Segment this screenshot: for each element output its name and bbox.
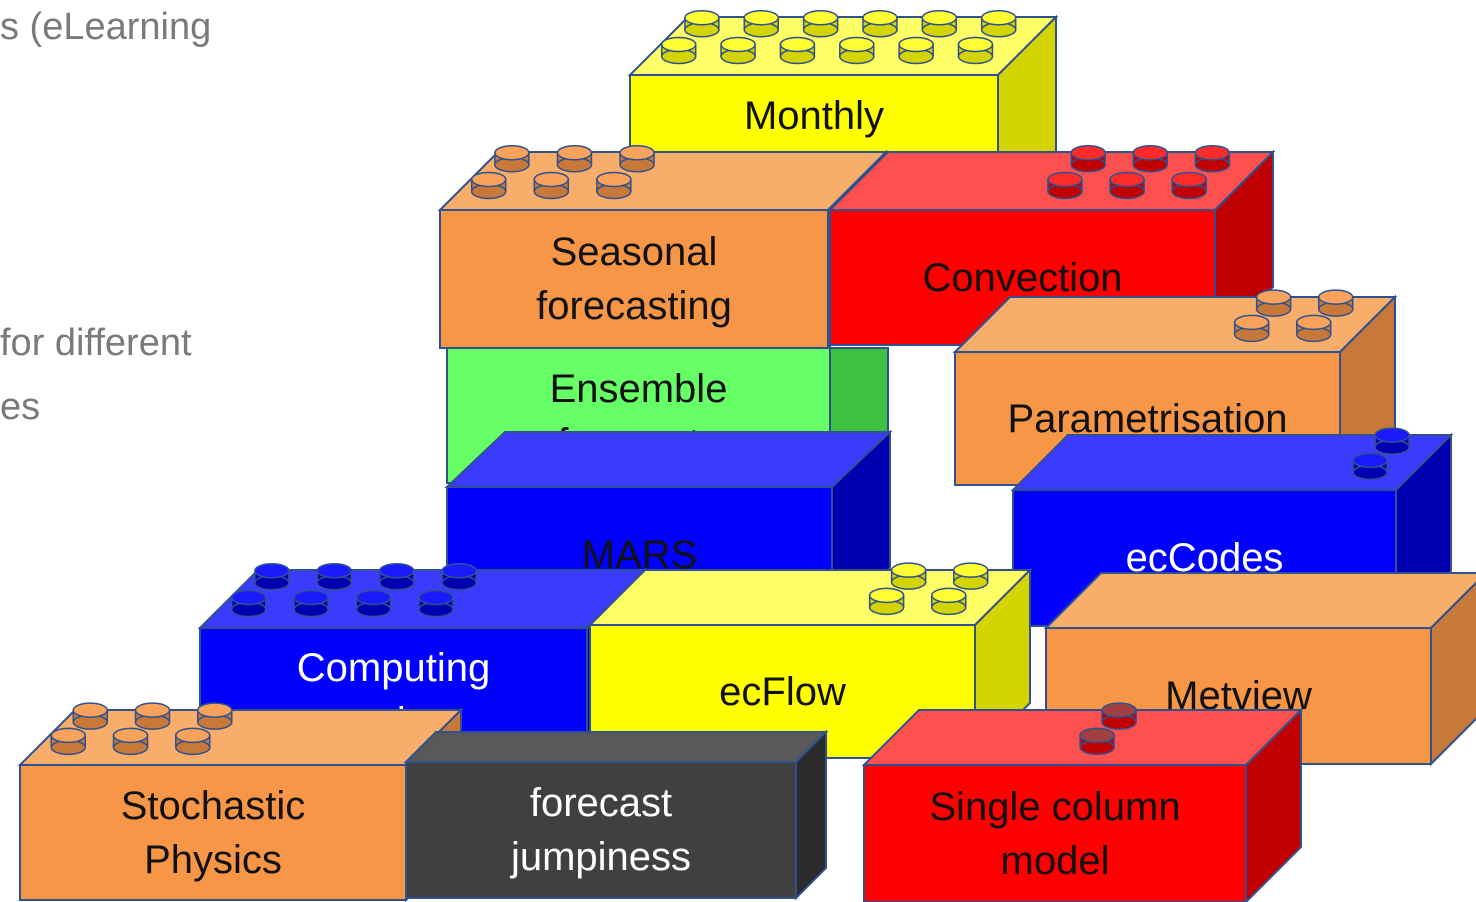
brick-shape-singlecolumn [861, 702, 1304, 902]
brick-front-face [19, 764, 407, 901]
brick-singlecolumn: Single column model [861, 640, 1304, 902]
brick-stud [418, 589, 454, 618]
side-text-line-3: es [0, 386, 41, 428]
brick-stud [898, 36, 934, 65]
brick-shape-jumpiness [403, 729, 829, 901]
brick-stud [1233, 314, 1270, 343]
brick-seasonal: Seasonal forecasting [437, 82, 889, 351]
brick-stud [619, 145, 655, 173]
brick-top-face [444, 431, 893, 488]
brick-stud [50, 727, 86, 756]
brick-stud [952, 562, 989, 590]
brick-stud [1047, 171, 1083, 200]
brick-stud [1317, 289, 1354, 317]
brick-stud [684, 10, 720, 38]
brick-jumpiness: forecast jumpiness [403, 662, 829, 901]
brick-stud [197, 702, 233, 730]
brick-stud [862, 10, 898, 38]
brick-stud [1255, 289, 1292, 317]
brick-stud [378, 563, 415, 591]
brick-stud [930, 587, 967, 616]
brick-stud [355, 589, 392, 618]
brick-stud [533, 171, 570, 200]
brick-stud [494, 145, 530, 173]
brick-stud [779, 36, 816, 65]
brick-stud [556, 145, 593, 173]
brick-stud [1109, 171, 1145, 200]
brick-stud [1352, 452, 1388, 481]
brick-stud [720, 36, 756, 65]
brick-shape-seasonal [437, 145, 889, 351]
brick-label-singlecolumn: Single column model [929, 784, 1181, 883]
brick-stud [254, 563, 290, 591]
brick-label-ecflow: ecFlow [719, 669, 846, 714]
brick-stud [839, 36, 875, 65]
brick-stud [293, 589, 329, 618]
brick-top-face [403, 731, 829, 763]
brick-stud [1079, 727, 1115, 756]
brick-side-face [795, 729, 827, 901]
brick-stud [1194, 145, 1231, 173]
brick-stud [72, 702, 108, 730]
brick-stud [1132, 145, 1169, 173]
brick-stud [660, 36, 697, 65]
brick-front-face [863, 764, 1247, 902]
brick-stud [596, 171, 632, 200]
brick-label-stochastic: Stochastic Physics [120, 783, 306, 882]
brick-stud [1070, 145, 1106, 173]
brick-stud [230, 589, 267, 618]
brick-stud [1295, 314, 1332, 343]
brick-top-face [1043, 572, 1476, 629]
brick-stud [957, 36, 994, 65]
brick-label-jumpiness: forecast jumpiness [510, 781, 692, 879]
brick-stud [802, 10, 839, 38]
brick-front-face [439, 209, 829, 349]
side-text-line-1: s (eLearning [0, 6, 212, 48]
side-text-line-2: for different [0, 322, 192, 364]
brick-front-face [405, 761, 797, 899]
brick-stud [112, 727, 149, 756]
brick-stud [134, 702, 171, 730]
brick-stud [1374, 427, 1410, 455]
brick-stud [868, 587, 905, 616]
brick-stud [175, 727, 211, 756]
brick-stud [441, 563, 477, 591]
brick-stud [743, 10, 780, 38]
brick-label-parametrisation: Parametrisation [1007, 396, 1288, 441]
brick-stud [921, 10, 958, 38]
brick-stud [890, 562, 927, 590]
brick-stud [1171, 171, 1207, 200]
brick-label-seasonal: Seasonal forecasting [536, 230, 732, 328]
brick-stud [1101, 702, 1137, 730]
brick-stud [980, 10, 1017, 38]
brick-stochastic: Stochastic Physics [17, 640, 464, 902]
brick-stud [316, 563, 353, 591]
brick-stud [470, 171, 507, 200]
brick-label-convection: Convection [922, 255, 1123, 300]
